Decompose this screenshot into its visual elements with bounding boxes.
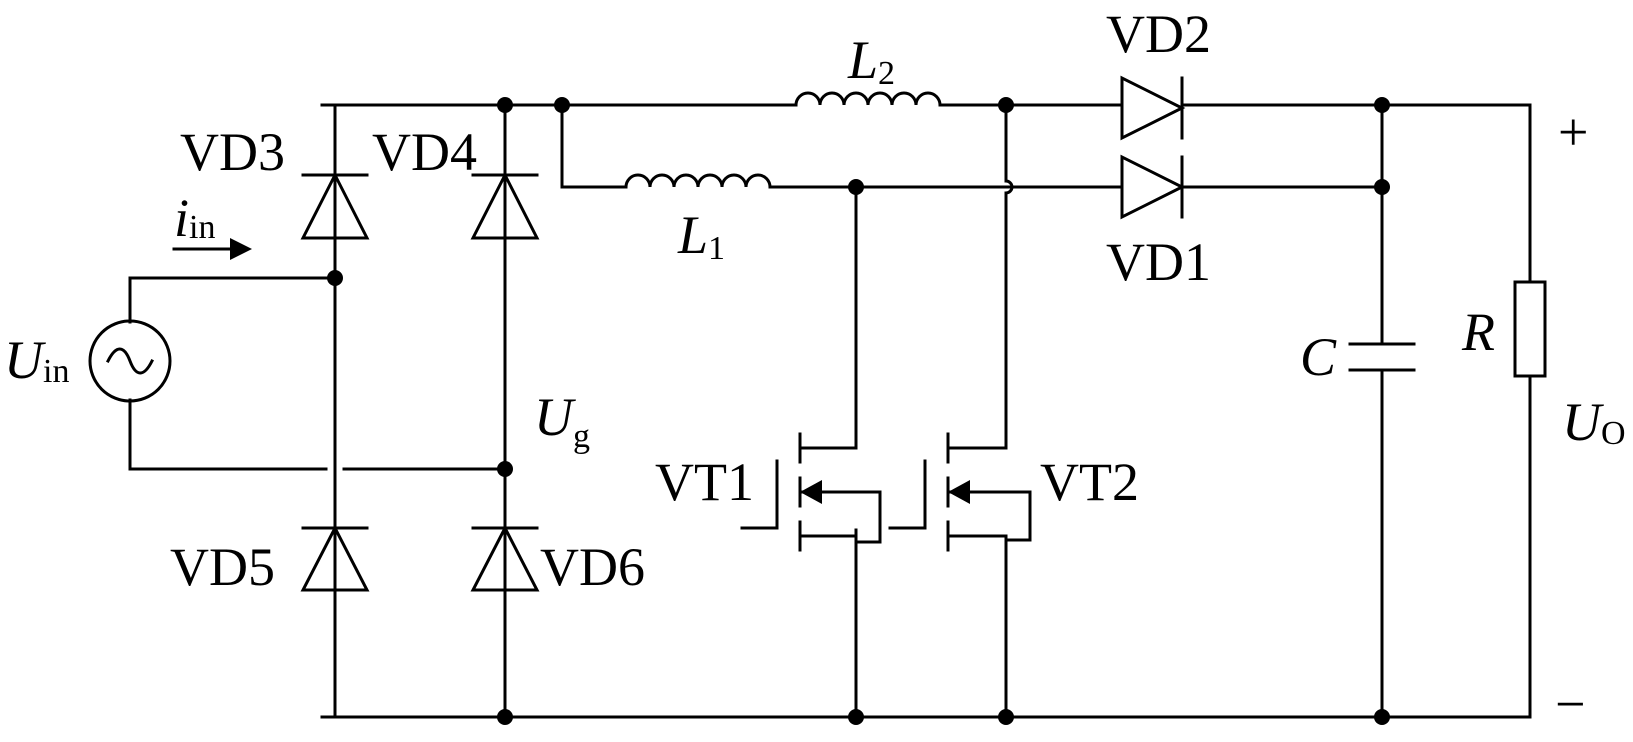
- capacitor-label: C: [1300, 327, 1337, 387]
- diode-vd3-label: VD3: [180, 122, 285, 182]
- mosfet-vt1-symbol: [740, 432, 882, 552]
- output-minus-label: −: [1555, 674, 1585, 734]
- diode-vd6-label: VD6: [540, 537, 645, 597]
- output-voltage-label: UO: [1562, 392, 1626, 452]
- inductor-l1-symbol: [624, 173, 772, 189]
- diode-vd4-label: VD4: [372, 122, 477, 182]
- diode-vd4-symbol: [470, 171, 540, 240]
- diode-vd1-symbol: [1120, 154, 1186, 220]
- mosfet-vt1-label: VT1: [655, 452, 754, 512]
- diode-vd1-label: VD1: [1106, 232, 1211, 292]
- mosfet-vt2-label: VT2: [1040, 452, 1139, 512]
- inductor-l2-label: L2: [847, 30, 895, 92]
- resistor-symbol: [1513, 280, 1547, 378]
- inductor-l2-symbol: [794, 91, 942, 107]
- diode-vd2-label: VD2: [1106, 4, 1211, 64]
- diode-vd5-label: VD5: [170, 537, 275, 597]
- diode-vd3-symbol: [300, 171, 370, 240]
- diode-vd5-symbol: [300, 524, 370, 592]
- diode-vd2-symbol: [1120, 75, 1186, 141]
- source-label: Uin: [4, 330, 69, 390]
- junction-dots: [327, 97, 1390, 725]
- mosfet-vt2-symbol: [888, 432, 1032, 552]
- inductor-l1-label: L1: [677, 205, 725, 267]
- resistor-label: R: [1461, 302, 1495, 362]
- output-plus-label: +: [1558, 102, 1588, 162]
- diode-vd6-symbol: [470, 524, 540, 592]
- rectified-voltage-label: Ug: [534, 387, 590, 455]
- input-current-label: iin: [174, 188, 215, 248]
- wires: [128, 103, 1532, 719]
- input-current-arrow: [172, 238, 252, 260]
- capacitor-symbol: [1348, 342, 1416, 372]
- ac-source-symbol: [88, 319, 172, 403]
